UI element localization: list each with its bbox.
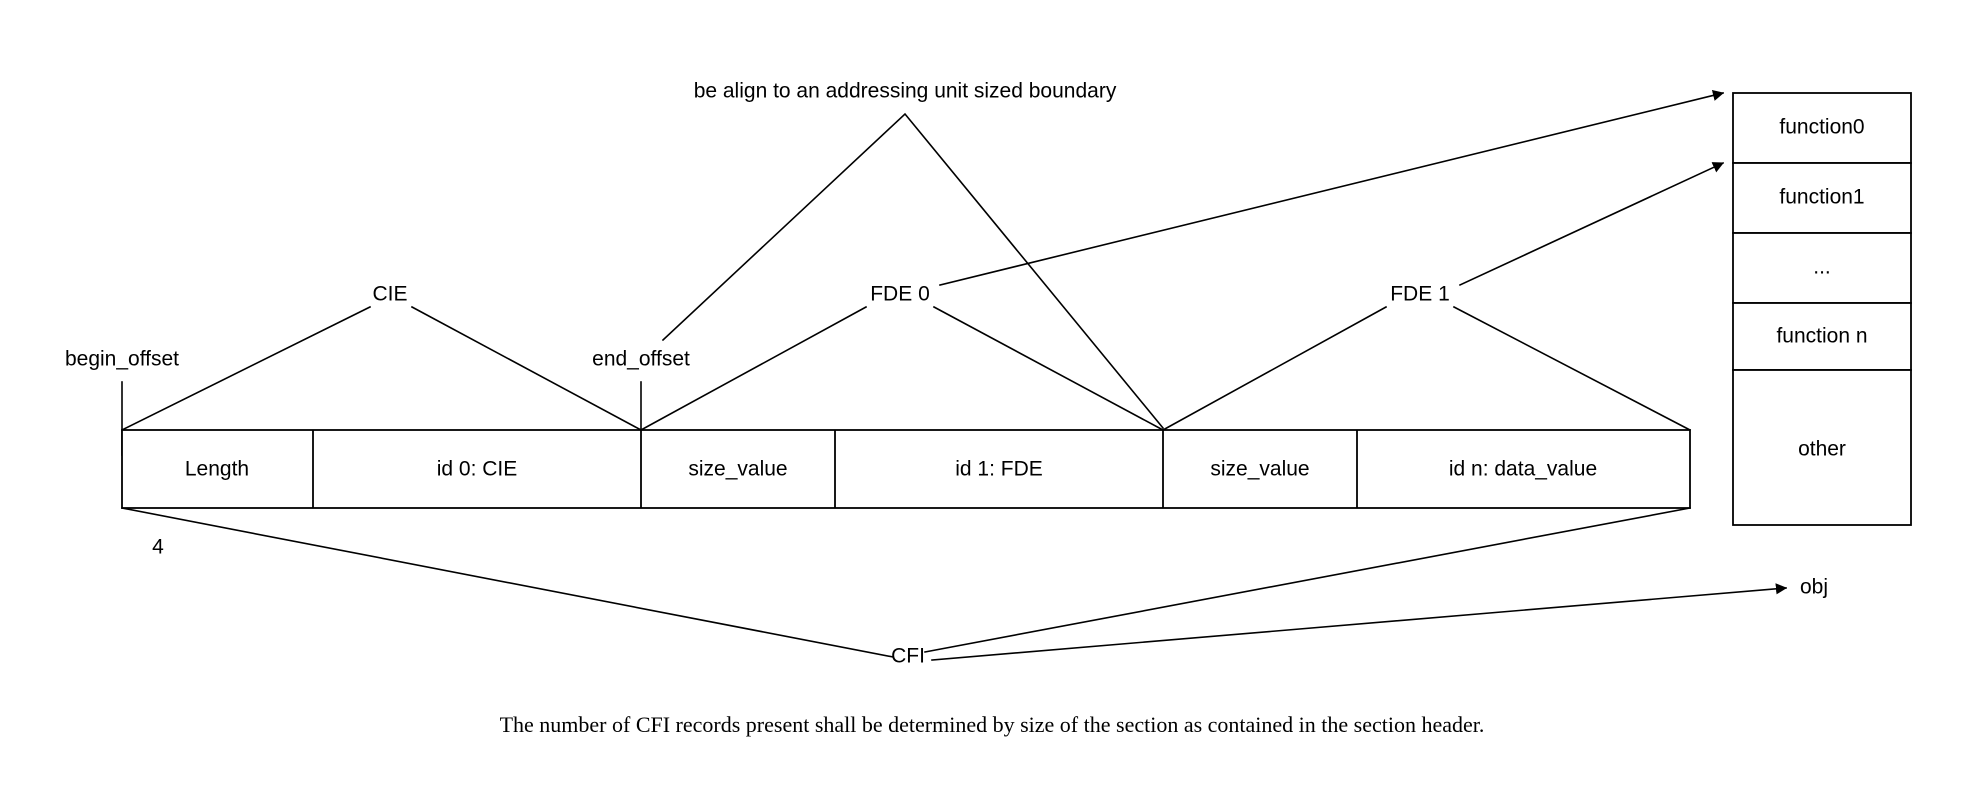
obj-label: obj: [1800, 576, 1828, 599]
bar-cell-idn-data-value: id n: data_value: [1449, 458, 1597, 481]
bar-cell-size-value-1: size_value: [688, 458, 787, 481]
object-row-label-function0: function0: [1779, 116, 1864, 139]
diagram-caption: The number of CFI records present shall …: [500, 712, 1485, 737]
fde0-record-label: FDE 0: [870, 283, 930, 306]
alignment-note-label: be align to an addressing unit sized bou…: [694, 80, 1117, 103]
fde1-connector-right: [1452, 305, 1692, 432]
bar-cell-id0-cie: id 0: CIE: [437, 458, 518, 481]
fde1-connector-left: [1161, 305, 1388, 432]
alignment-note-connector: [661, 112, 1165, 430]
cfi-section-label: CFI: [891, 645, 925, 668]
bar-outline: [121, 429, 1691, 509]
fde0-connector-left: [639, 305, 868, 432]
bar-cell-id1-fde: id 1: FDE: [955, 458, 1043, 481]
object-row-box-function0: [1732, 92, 1912, 164]
end-offset-label: end_offset: [592, 348, 690, 371]
object-row-label-other: other: [1798, 438, 1846, 461]
cfi-connector-right: [924, 507, 1691, 653]
bar-cell-size-value-2: size_value: [1210, 458, 1309, 481]
cfi-section-bar: Length id 0: CIE size_value id 1: FDE si…: [121, 429, 1691, 509]
cfi-connector-left: [121, 507, 894, 658]
cfi-to-obj-arrow: [931, 583, 1788, 661]
cie-connector-left: [120, 305, 372, 432]
object-row-label-function1: function1: [1779, 186, 1864, 209]
cie-record-label: CIE: [372, 283, 407, 306]
fde1-to-function1-arrow: [1458, 161, 1725, 287]
begin-offset-label: begin_offset: [65, 348, 179, 371]
length-size-label: 4: [152, 536, 164, 559]
object-row-box-ellipsis: [1732, 232, 1912, 304]
object-row-box-function-n: [1732, 302, 1912, 371]
object-row-label-function-n: function n: [1776, 325, 1867, 348]
cie-connector-right: [410, 305, 643, 432]
bar-cell-length: Length: [185, 458, 249, 481]
fde0-connector-right: [932, 305, 1165, 432]
object-row-label-ellipsis: ...: [1813, 256, 1831, 279]
fde1-record-label: FDE 1: [1390, 283, 1450, 306]
object-row-box-other: [1732, 369, 1912, 526]
fde0-to-function0-arrow: [939, 89, 1725, 286]
object-layout-table: function0 function1 ... function n other: [1732, 92, 1912, 526]
